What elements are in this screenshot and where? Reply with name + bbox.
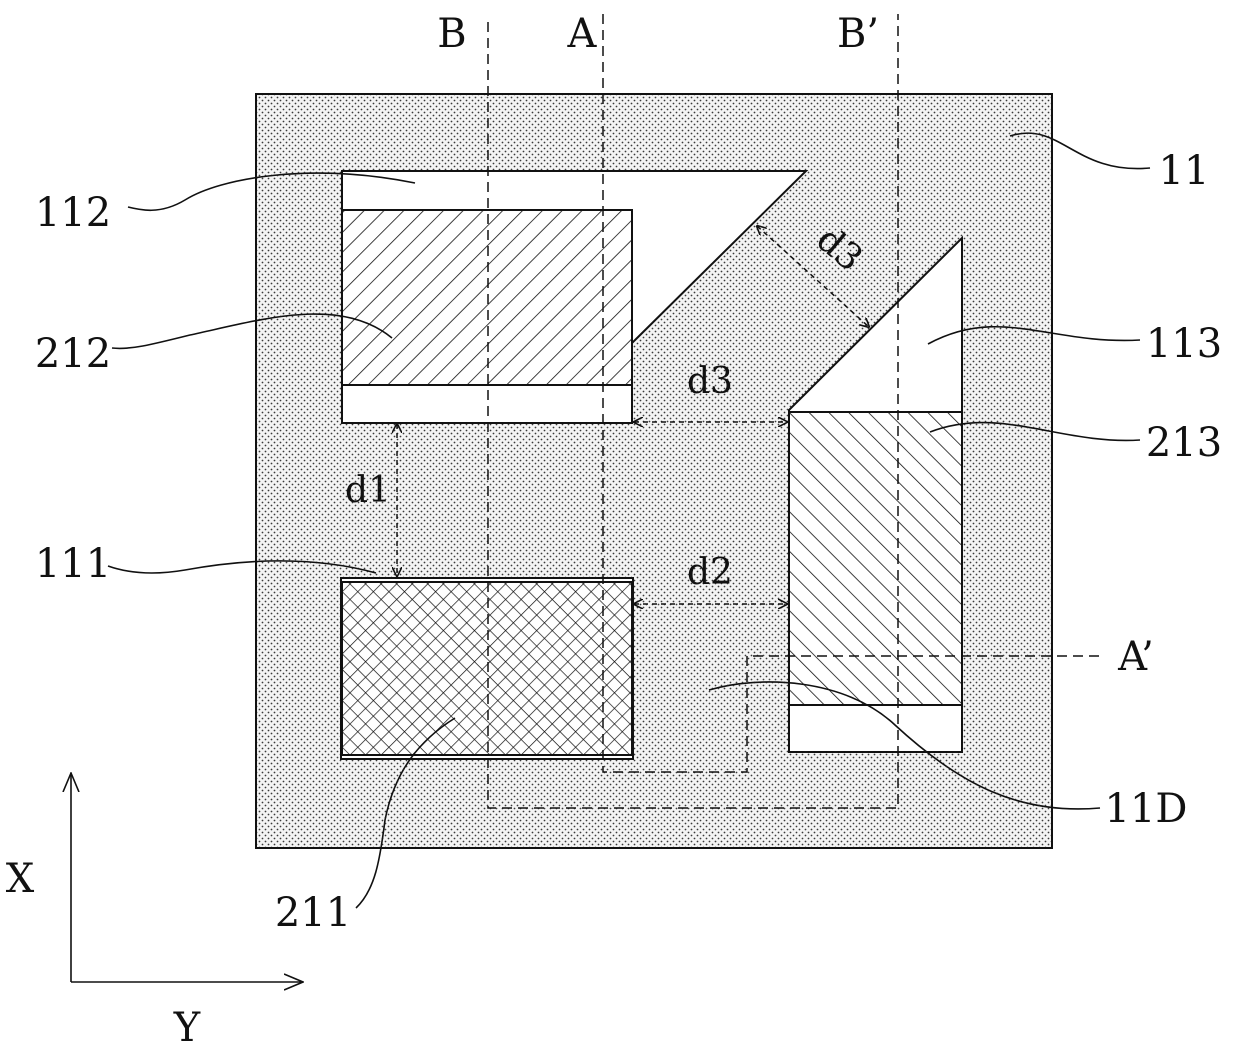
axis-label-x: X (6, 856, 35, 902)
ref-label-213: 213 (1146, 420, 1222, 466)
ref-label-11d: 11D (1105, 786, 1188, 832)
section-label-a-prime: A’ (1117, 634, 1154, 680)
section-label-a: A (567, 11, 598, 57)
ref-label-111: 111 (35, 541, 111, 587)
ref-label-11: 11 (1159, 148, 1210, 194)
ref-label-212: 212 (35, 331, 111, 377)
dim-label-d3-horizontal: d3 (687, 361, 733, 402)
ref-label-211: 211 (275, 890, 351, 936)
section-label-b-prime: B’ (837, 11, 879, 57)
pad-211 (342, 582, 632, 755)
ref-label-112: 112 (35, 190, 111, 236)
dim-label-d1: d1 (345, 470, 391, 511)
axis-label-y: Y (173, 1005, 201, 1050)
ref-label-113: 113 (1146, 321, 1222, 367)
pad-212 (342, 210, 632, 385)
pad-213 (789, 412, 962, 705)
section-label-b: B (437, 11, 466, 57)
dim-label-d2: d2 (687, 552, 733, 593)
